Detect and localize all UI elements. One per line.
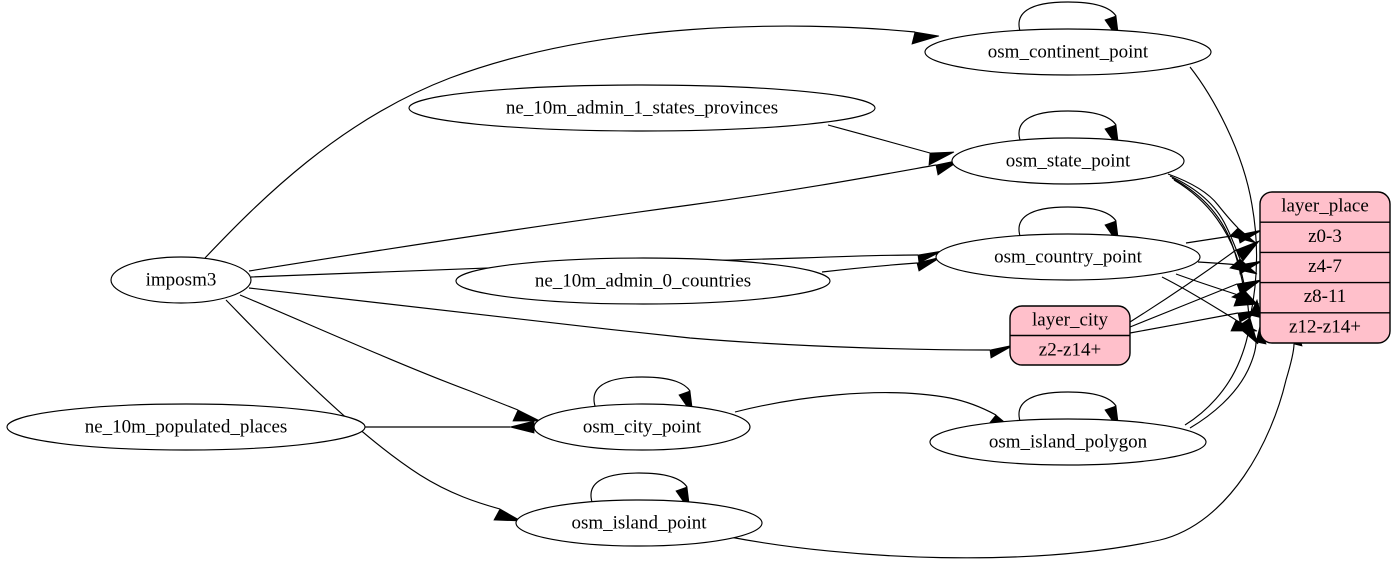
record-layer_city-row-z2-z14: z2-z14+ (1039, 339, 1101, 360)
edge-imposm3-to-osm_city_point (239, 294, 541, 422)
record-layer_city-title: layer_city (1032, 309, 1108, 330)
node-ne_10m_admin_1_states_provinces[interactable]: ne_10m_admin_1_states_provinces (408, 84, 876, 132)
edge-ne_10m_populated_places-to-osm_city_point (365, 420, 535, 434)
node-osm_state_point-label: osm_state_point (1006, 150, 1131, 171)
node-osm_city_point-shape (533, 403, 751, 451)
edge-layer_city-to-layer_place-z0-3 (1129, 240, 1261, 323)
node-ne_10m_populated_places-label: ne_10m_populated_places (85, 416, 288, 437)
record-layer_place-box (1259, 191, 1391, 344)
node-osm_continent_point[interactable]: osm_continent_point (924, 28, 1212, 76)
edge-imposm3-to-osm_island_point (225, 299, 522, 522)
node-imposm3[interactable]: imposm3 (110, 256, 252, 304)
record-layer_place-title: layer_place (1281, 195, 1369, 216)
node-osm_island_polygon[interactable]: osm_island_polygon (929, 418, 1207, 466)
node-ne_10m_admin_0_countries-label: ne_10m_admin_0_countries (535, 270, 751, 291)
node-osm_continent_point-label: osm_continent_point (988, 41, 1149, 62)
edge-osm_country_point-to-layer_place-z8-11 (1175, 273, 1260, 307)
edge-osm_country_point-to-layer_place-z4-7 (1197, 260, 1263, 275)
node-osm_country_point[interactable]: osm_country_point (935, 233, 1201, 281)
record-layer_place-row-z0-3: z0-3 (1308, 226, 1342, 247)
edge-imposm3-to-osm_state_point (248, 159, 961, 272)
edge-osm_island_polygon-to-layer_place-z8-11 (1184, 298, 1263, 426)
edge-ne_10m_admin_1_states_provinces-to-osm_state_point (827, 124, 955, 166)
node-osm_continent_point-shape (924, 28, 1212, 76)
edge-layer_city-to-layer_place-z4-7 (1129, 279, 1262, 328)
record-layer: layer_city z2-z14+ layer_place z0-3 z4-7… (1009, 191, 1391, 366)
node-osm_state_point[interactable]: osm_state_point (951, 137, 1185, 185)
node-ne_10m_admin_0_countries-shape (455, 257, 831, 305)
node-osm_city_point-label: osm_city_point (583, 416, 702, 437)
node-ne_10m_admin_1_states_provinces-label: ne_10m_admin_1_states_provinces (506, 97, 778, 118)
node-ne_10m_admin_1_states_provinces-shape (408, 84, 876, 132)
node-osm_country_point-label: osm_country_point (994, 246, 1142, 267)
record-layer_place-row-z8-11: z8-11 (1304, 286, 1347, 307)
node-osm_island_point-shape (515, 499, 763, 547)
edge-imposm3-to-layer_city (248, 287, 1015, 359)
edge-imposm3-to-osm_continent_point (204, 25, 940, 259)
node-imposm3-shape (110, 256, 252, 304)
node-osm_island_point[interactable]: osm_island_point (515, 499, 763, 547)
record-layer_place-row-z4-7: z4-7 (1308, 256, 1342, 277)
edge-osm_country_point-to-layer_place-z0-3 (1185, 229, 1263, 244)
record-layer_place-row-z12-z14: z12-z14+ (1289, 316, 1361, 337)
record-layer_place[interactable]: layer_place z0-3 z4-7 z8-11 z12-z14+ (1259, 191, 1391, 344)
node-osm_island_polygon-shape (929, 418, 1207, 466)
edge-osm_country_point-to-layer_place-z12 (1161, 276, 1258, 332)
edge-osm_city_point-to-osm_island_polygon (734, 392, 1015, 431)
node-ne_10m_populated_places-shape (6, 403, 366, 451)
node-osm_island_point-label: osm_island_point (571, 512, 707, 533)
node-ne_10m_populated_places[interactable]: ne_10m_populated_places (6, 403, 366, 451)
edge-ne_10m_admin_0_countries-to-osm_country_point (821, 256, 942, 273)
node-osm_city_point[interactable]: osm_city_point (533, 403, 751, 451)
record-layer_city[interactable]: layer_city z2-z14+ (1009, 305, 1131, 366)
node-ne_10m_admin_0_countries[interactable]: ne_10m_admin_0_countries (455, 257, 831, 305)
node-layer: imposm3 ne_10m_admin_1_states_provinces … (6, 28, 1212, 547)
node-osm_island_polygon-label: osm_island_polygon (989, 431, 1148, 452)
node-osm_country_point-shape (935, 233, 1201, 281)
node-imposm3-label: imposm3 (146, 269, 217, 290)
node-osm_state_point-shape (951, 137, 1185, 185)
